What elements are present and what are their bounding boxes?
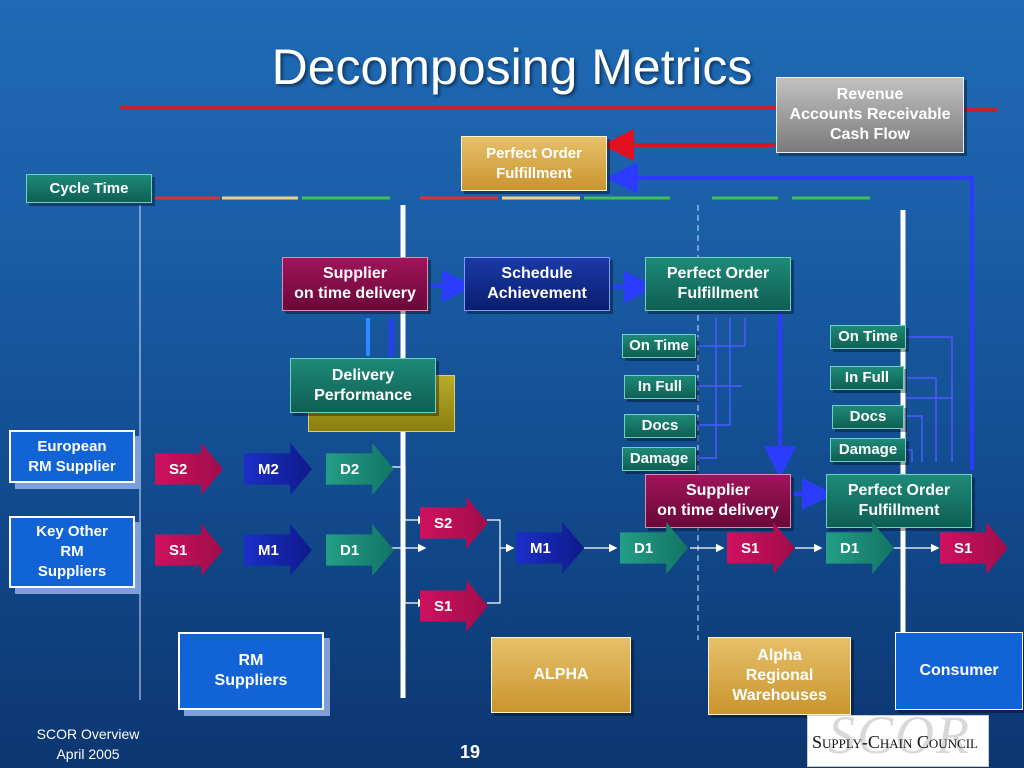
metric-on-time-right: On Time [830, 325, 906, 349]
metric-on-time-left: On Time [622, 334, 696, 358]
metric-damage-left: Damage [622, 447, 696, 471]
key-other-rm-suppliers-box: Key Other RM Suppliers [9, 516, 135, 588]
perfect-order-top-box: Perfect Order Fulfillment [461, 136, 607, 191]
supplier-on-time-delivery-low-box: Supplier on time delivery [645, 474, 791, 528]
perfect-order-mid-box: Perfect Order Fulfillment [645, 257, 791, 311]
metric-docs-left: Docs [624, 414, 696, 438]
perfect-order-low-box: Perfect Order Fulfillment [826, 474, 972, 528]
scor-logo-text: Supply-Chain Council [812, 732, 978, 752]
cycle-time-box: Cycle Time [26, 174, 152, 203]
metric-damage-right: Damage [830, 438, 906, 462]
delivery-performance-box: Delivery Performance [290, 358, 436, 413]
footer-caption: SCOR Overview April 2005 [36, 726, 140, 762]
metric-in-full-left: In Full [624, 375, 696, 399]
page-number: 19 [459, 742, 481, 762]
metric-in-full-right: In Full [830, 366, 904, 390]
scor-logo-watermark: SCOR [828, 715, 971, 765]
schedule-achievement-box: Schedule Achievement [464, 257, 610, 311]
alpha-box: ALPHA [491, 637, 631, 713]
scor-logo: SCOR Supply-Chain Council [807, 715, 989, 767]
alpha-regional-warehouses-box: Alpha Regional Warehouses [708, 637, 851, 715]
revenue-box: Revenue Accounts Receivable Cash Flow [776, 77, 964, 153]
supplier-on-time-delivery-top-box: Supplier on time delivery [282, 257, 428, 311]
page-title: Decomposing Metrics [271, 39, 753, 95]
rm-suppliers-box: RM Suppliers [178, 632, 324, 710]
european-rm-supplier-box: European RM Supplier [9, 430, 135, 483]
metric-docs-right: Docs [832, 405, 904, 429]
consumer-box: Consumer [895, 632, 1023, 710]
